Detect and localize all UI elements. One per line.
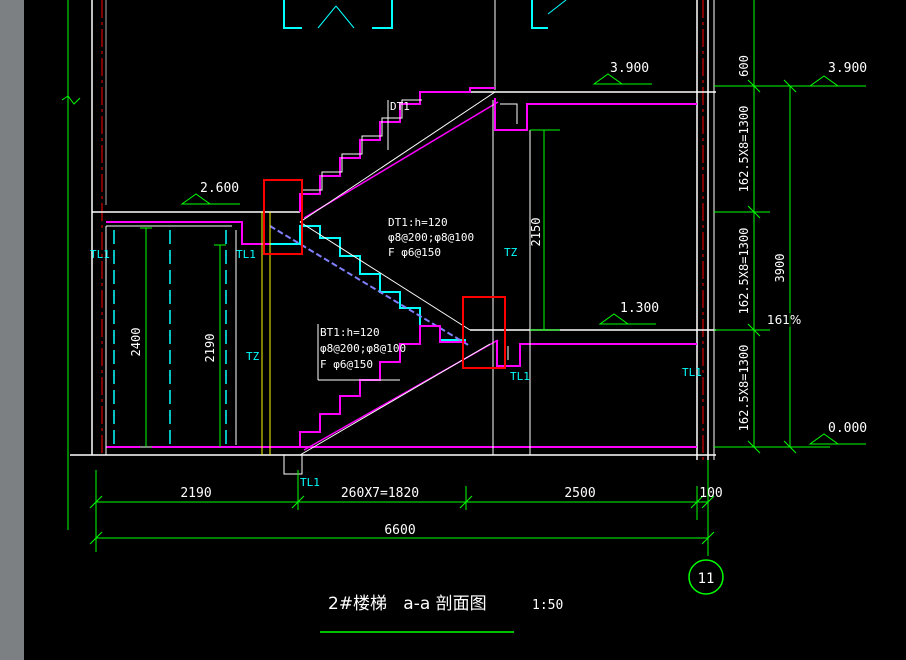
elev-mid-right: 1.300 [620,301,659,316]
dim-bottom-4: 100 [699,486,722,501]
elevation-markers [180,73,866,445]
dim-vert-2150: 2150 [529,218,543,247]
elev-mid-left: 2.600 [200,181,239,196]
tl1-label-bottom: TL1 [300,476,320,489]
dim-right-total: 3900 [773,254,787,283]
internal-dimension-lines [140,129,560,448]
axis-label: 11 [698,571,715,587]
label-dt1: DT1 [390,100,410,113]
drawing-scale: 1:50 [532,598,563,613]
right-dimension-chain [714,0,830,454]
elev-ground: 0.000 [828,421,867,436]
highlight-box-upper[interactable] [263,179,303,255]
elev-top-left: 3.900 [610,61,649,76]
drawing-title: 2#楼梯 a-a 剖面图 [328,594,487,614]
left-panel-strip [0,0,24,660]
dim-right-3: 162.5X8=1300 [737,228,751,315]
dim-right-4: 162.5X8=1300 [737,345,751,432]
dt1-spec-2: φ8@200;φ8@100 [388,231,474,244]
tl1-label-right-mid: TL1 [510,370,530,383]
right-wall [494,0,715,460]
bt1-spec-2: φ8@200;φ8@100 [320,342,406,355]
floor-slabs [70,91,716,475]
bt1-spec-3: F φ6@150 [320,358,373,371]
dt1-spec-1: DT1:h=120 [388,216,448,229]
bt1-spec-1: BT1:h=120 [320,326,380,339]
zoom-level-indicator: 161% [764,313,805,327]
stair-flight-upper [299,87,499,223]
dim-bottom-3: 2500 [564,486,595,501]
top-window-symbols [283,0,567,29]
tl1-label-mid: TL1 [236,248,256,261]
dim-vert-2400: 2400 [129,328,143,357]
left-wall [61,0,107,530]
tl1-label-left: TL1 [90,248,110,261]
tz-label-right: TZ [504,246,518,259]
elev-top-right: 3.900 [828,61,867,76]
highlight-boxes[interactable] [263,179,506,369]
dim-bottom-2: 260X7=1820 [341,486,419,501]
dim-bottom-1: 2190 [180,486,211,501]
dim-right-1: 600 [737,55,751,77]
bottom-dimension-chain [89,460,715,556]
tl1-label-right: TL1 [682,366,702,379]
dim-bottom-total: 6600 [384,523,415,538]
columns [113,100,531,455]
dim-vert-2190: 2190 [203,334,217,363]
tz-label-left: TZ [246,350,260,363]
highlight-box-lower[interactable] [462,296,506,369]
axis-bubble[interactable]: 11 [688,559,724,595]
dt1-spec-3: F φ6@150 [388,246,441,259]
dim-right-2: 162.5X8=1300 [737,106,751,193]
